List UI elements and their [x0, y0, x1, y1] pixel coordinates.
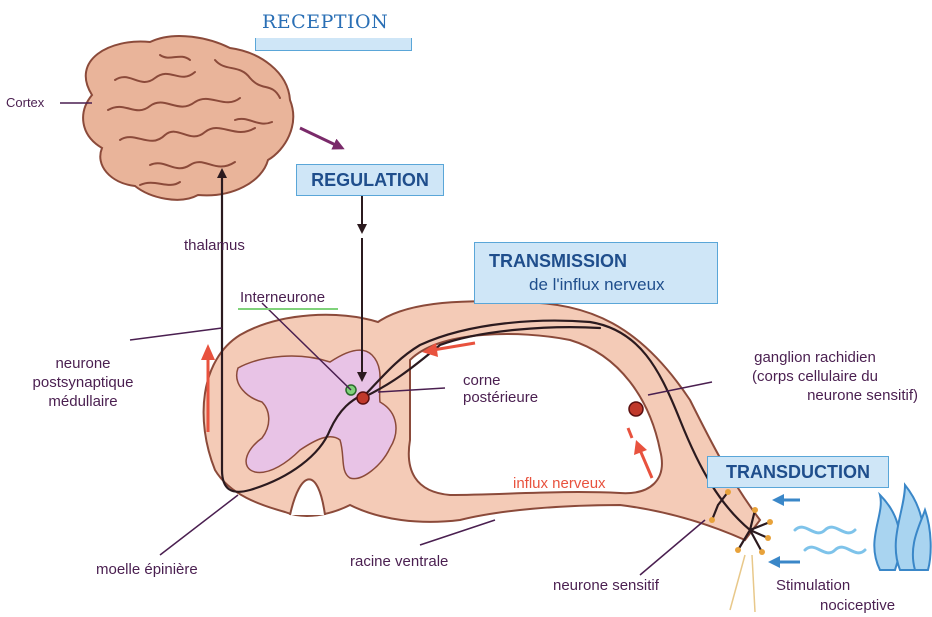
- label-neurone-postsynaptique: neurone postsynaptique médullaire: [18, 354, 148, 411]
- interneurone-underline: [238, 308, 338, 310]
- brain: [83, 36, 293, 200]
- label-corne-posterieure: corne postérieure: [463, 372, 538, 406]
- reception-title: RECEPTION: [262, 11, 388, 33]
- ganglion-line1: ganglion rachidien: [712, 348, 918, 367]
- neurone-postsynaptique-line1: neurone: [18, 354, 148, 373]
- label-cortex: Cortex: [6, 93, 44, 112]
- flame-icon: [874, 485, 930, 570]
- transduction-arrow: [772, 494, 800, 506]
- neurone-postsynaptique-line2: postsynaptique: [18, 373, 148, 392]
- stimulus-arrows: [768, 556, 800, 568]
- regulation-box: REGULATION: [296, 164, 444, 196]
- transduction-box: TRANSDUCTION: [707, 456, 889, 488]
- label-neurone-sensitif: neurone sensitif: [553, 576, 659, 595]
- label-influx-nerveux: influx nerveux: [513, 474, 606, 493]
- stimulation-line2: nociceptive: [776, 596, 895, 616]
- label-interneurone: Interneurone: [240, 288, 325, 307]
- brain-to-regulation-arrow: [300, 128, 342, 148]
- label-ganglion-rachidien: ganglion rachidien (corps cellulaire du …: [712, 348, 918, 405]
- synapse-dot: [357, 392, 369, 404]
- transmission-box: TRANSMISSION de l'influx nerveux: [474, 242, 718, 304]
- hidden-box-remnant: [255, 38, 412, 51]
- corne-posterieure-line2: postérieure: [463, 389, 538, 406]
- corne-posterieure-line1: corne: [463, 372, 538, 389]
- ganglion-line2: (corps cellulaire du: [712, 367, 918, 386]
- stimulation-line1: Stimulation: [776, 576, 895, 596]
- stimulus-waves: [795, 527, 865, 553]
- ganglion-dot: [629, 402, 643, 416]
- label-racine-ventrale: racine ventrale: [350, 552, 448, 571]
- neurone-postsynaptique-line3: médullaire: [18, 392, 148, 411]
- label-stimulation-nociceptive: Stimulation nociceptive: [776, 576, 895, 616]
- ganglion-line3: neurone sensitif): [712, 386, 918, 405]
- label-thalamus: thalamus: [184, 236, 245, 255]
- label-moelle-epiniere: moelle épinière: [96, 560, 198, 579]
- transmission-line1: TRANSMISSION: [489, 251, 627, 272]
- transmission-line2: de l'influx nerveux: [529, 275, 665, 295]
- stimulus-rays: [730, 555, 755, 612]
